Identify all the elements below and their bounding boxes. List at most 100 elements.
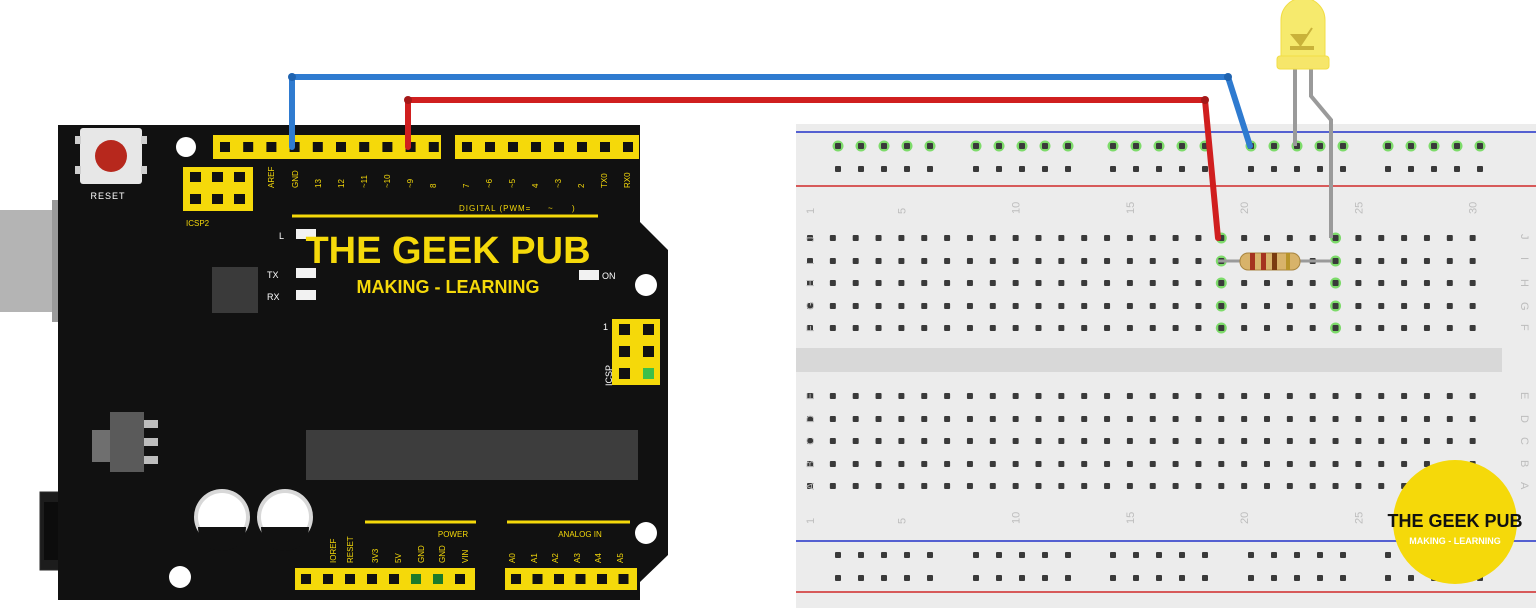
- breadboard-hole: [1241, 483, 1248, 489]
- breadboard-hole: [1035, 438, 1042, 444]
- breadboard-hole: [989, 258, 996, 264]
- breadboard-hole: [829, 303, 836, 309]
- breadboard-hole: [1385, 143, 1391, 149]
- wire-red-pin9: [405, 97, 1221, 241]
- header-pin: [597, 574, 607, 584]
- center-channel: [796, 348, 1502, 372]
- breadboard-hole: [1423, 303, 1430, 309]
- breadboard-hole: [1431, 143, 1437, 149]
- breadboard-hole: [1104, 325, 1111, 331]
- analog-pin-label: A4: [594, 553, 603, 563]
- reset-button-icon[interactable]: [75, 128, 147, 184]
- breadboard-hole: [1081, 280, 1088, 286]
- breadboard-hole: [944, 303, 951, 309]
- breadboard-hole: [1104, 258, 1111, 264]
- breadboard-hole: [1202, 552, 1208, 558]
- row-letter-left: D: [805, 415, 817, 423]
- breadboard-hole: [829, 325, 836, 331]
- analog-pin-label: A0: [508, 553, 517, 563]
- breadboard-hole: [1355, 416, 1362, 422]
- breadboard-hole: [1408, 575, 1414, 581]
- column-number-top: 10: [1011, 202, 1023, 214]
- header-pin: [312, 142, 323, 152]
- breadboard-hole: [1309, 303, 1316, 309]
- header-pin: [336, 142, 346, 152]
- digital-pin-label: ~3: [554, 178, 563, 188]
- header-pin: [531, 142, 541, 152]
- digital-label-close: ): [572, 204, 575, 213]
- breadboard-hole: [1385, 552, 1391, 558]
- breadboard-hole: [807, 438, 813, 444]
- header-pin: [575, 574, 586, 584]
- breadboard-hole: [1104, 483, 1111, 489]
- resistor-icon: [1218, 252, 1332, 271]
- breadboard-hole: [1378, 325, 1385, 331]
- breadboard-hole: [1202, 575, 1208, 581]
- breadboard-hole: [1019, 143, 1025, 149]
- column-number-top: 25: [1353, 202, 1365, 214]
- icsp-pin1-label: 1: [603, 322, 608, 332]
- header-pin: [532, 574, 543, 584]
- breadboard-hole: [1271, 575, 1277, 581]
- header-pin: [577, 142, 587, 152]
- breadboard-hole: [1149, 258, 1156, 264]
- capacitor-2: [257, 489, 313, 551]
- digital-label-tilde: ~: [548, 204, 553, 213]
- breadboard-hole: [1149, 416, 1156, 422]
- analog-pin-label: A1: [530, 553, 539, 563]
- breadboard-hole: [852, 303, 859, 309]
- header-pin: [428, 142, 439, 152]
- breadboard-hole: [1401, 393, 1408, 399]
- breadboard-hole: [1012, 461, 1019, 467]
- header-pin: [323, 574, 333, 584]
- power-pin-label: 5V: [394, 553, 403, 563]
- row-letter-left: J: [805, 237, 817, 243]
- column-number-bottom: 20: [1239, 512, 1251, 524]
- breadboard-hole: [1172, 461, 1179, 467]
- breadboard-hole: [1081, 438, 1088, 444]
- geek-pub-logo: THE GEEK PUB MAKING - LEARNING: [1387, 460, 1523, 584]
- breadboard-hole: [898, 258, 905, 264]
- breadboard-hole: [807, 325, 813, 331]
- breadboard-hole: [1126, 280, 1133, 286]
- breadboard-hole: [1309, 393, 1316, 399]
- breadboard-hole: [1401, 280, 1408, 286]
- breadboard-hole: [1309, 461, 1316, 467]
- breadboard-hole: [966, 393, 973, 399]
- breadboard-hole: [921, 483, 928, 489]
- breadboard-hole: [875, 483, 882, 489]
- breadboard-hole: [1378, 416, 1385, 422]
- logo-subtitle: MAKING - LEARNING: [1409, 536, 1501, 546]
- breadboard-hole: [1179, 575, 1185, 581]
- led-l: [296, 229, 316, 239]
- breadboard-hole: [1401, 416, 1408, 422]
- breadboard-hole: [807, 280, 813, 286]
- usb-chip: [212, 267, 258, 313]
- led-tx: [296, 268, 316, 278]
- breadboard-hole: [1264, 461, 1270, 467]
- breadboard-hole: [921, 325, 928, 331]
- breadboard-hole: [1469, 325, 1476, 331]
- breadboard-hole: [898, 393, 905, 399]
- header-pin: [600, 142, 610, 152]
- breadboard-hole: [1286, 303, 1293, 309]
- breadboard-hole: [1241, 393, 1248, 399]
- breadboard-hole: [921, 438, 928, 444]
- breadboard-hole: [1469, 235, 1476, 241]
- board-brand-subtitle: MAKING - LEARNING: [357, 277, 540, 297]
- led-rx: [296, 290, 316, 300]
- digital-label: DIGITAL (PWM=: [459, 204, 531, 213]
- breadboard-hole: [829, 416, 836, 422]
- breadboard-hole: [1241, 303, 1248, 309]
- breadboard-hole: [875, 303, 882, 309]
- breadboard-hole: [1035, 483, 1042, 489]
- icsp2-label: ICSP2: [186, 219, 210, 228]
- breadboard-hole: [989, 438, 996, 444]
- breadboard-hole: [1332, 303, 1339, 309]
- breadboard-hole: [875, 325, 882, 331]
- row-letter-left: I: [805, 262, 817, 265]
- breadboard-hole: [1195, 483, 1202, 489]
- breadboard-hole: [1469, 280, 1476, 286]
- breadboard-hole: [1332, 235, 1339, 241]
- breadboard-hole: [1126, 461, 1133, 467]
